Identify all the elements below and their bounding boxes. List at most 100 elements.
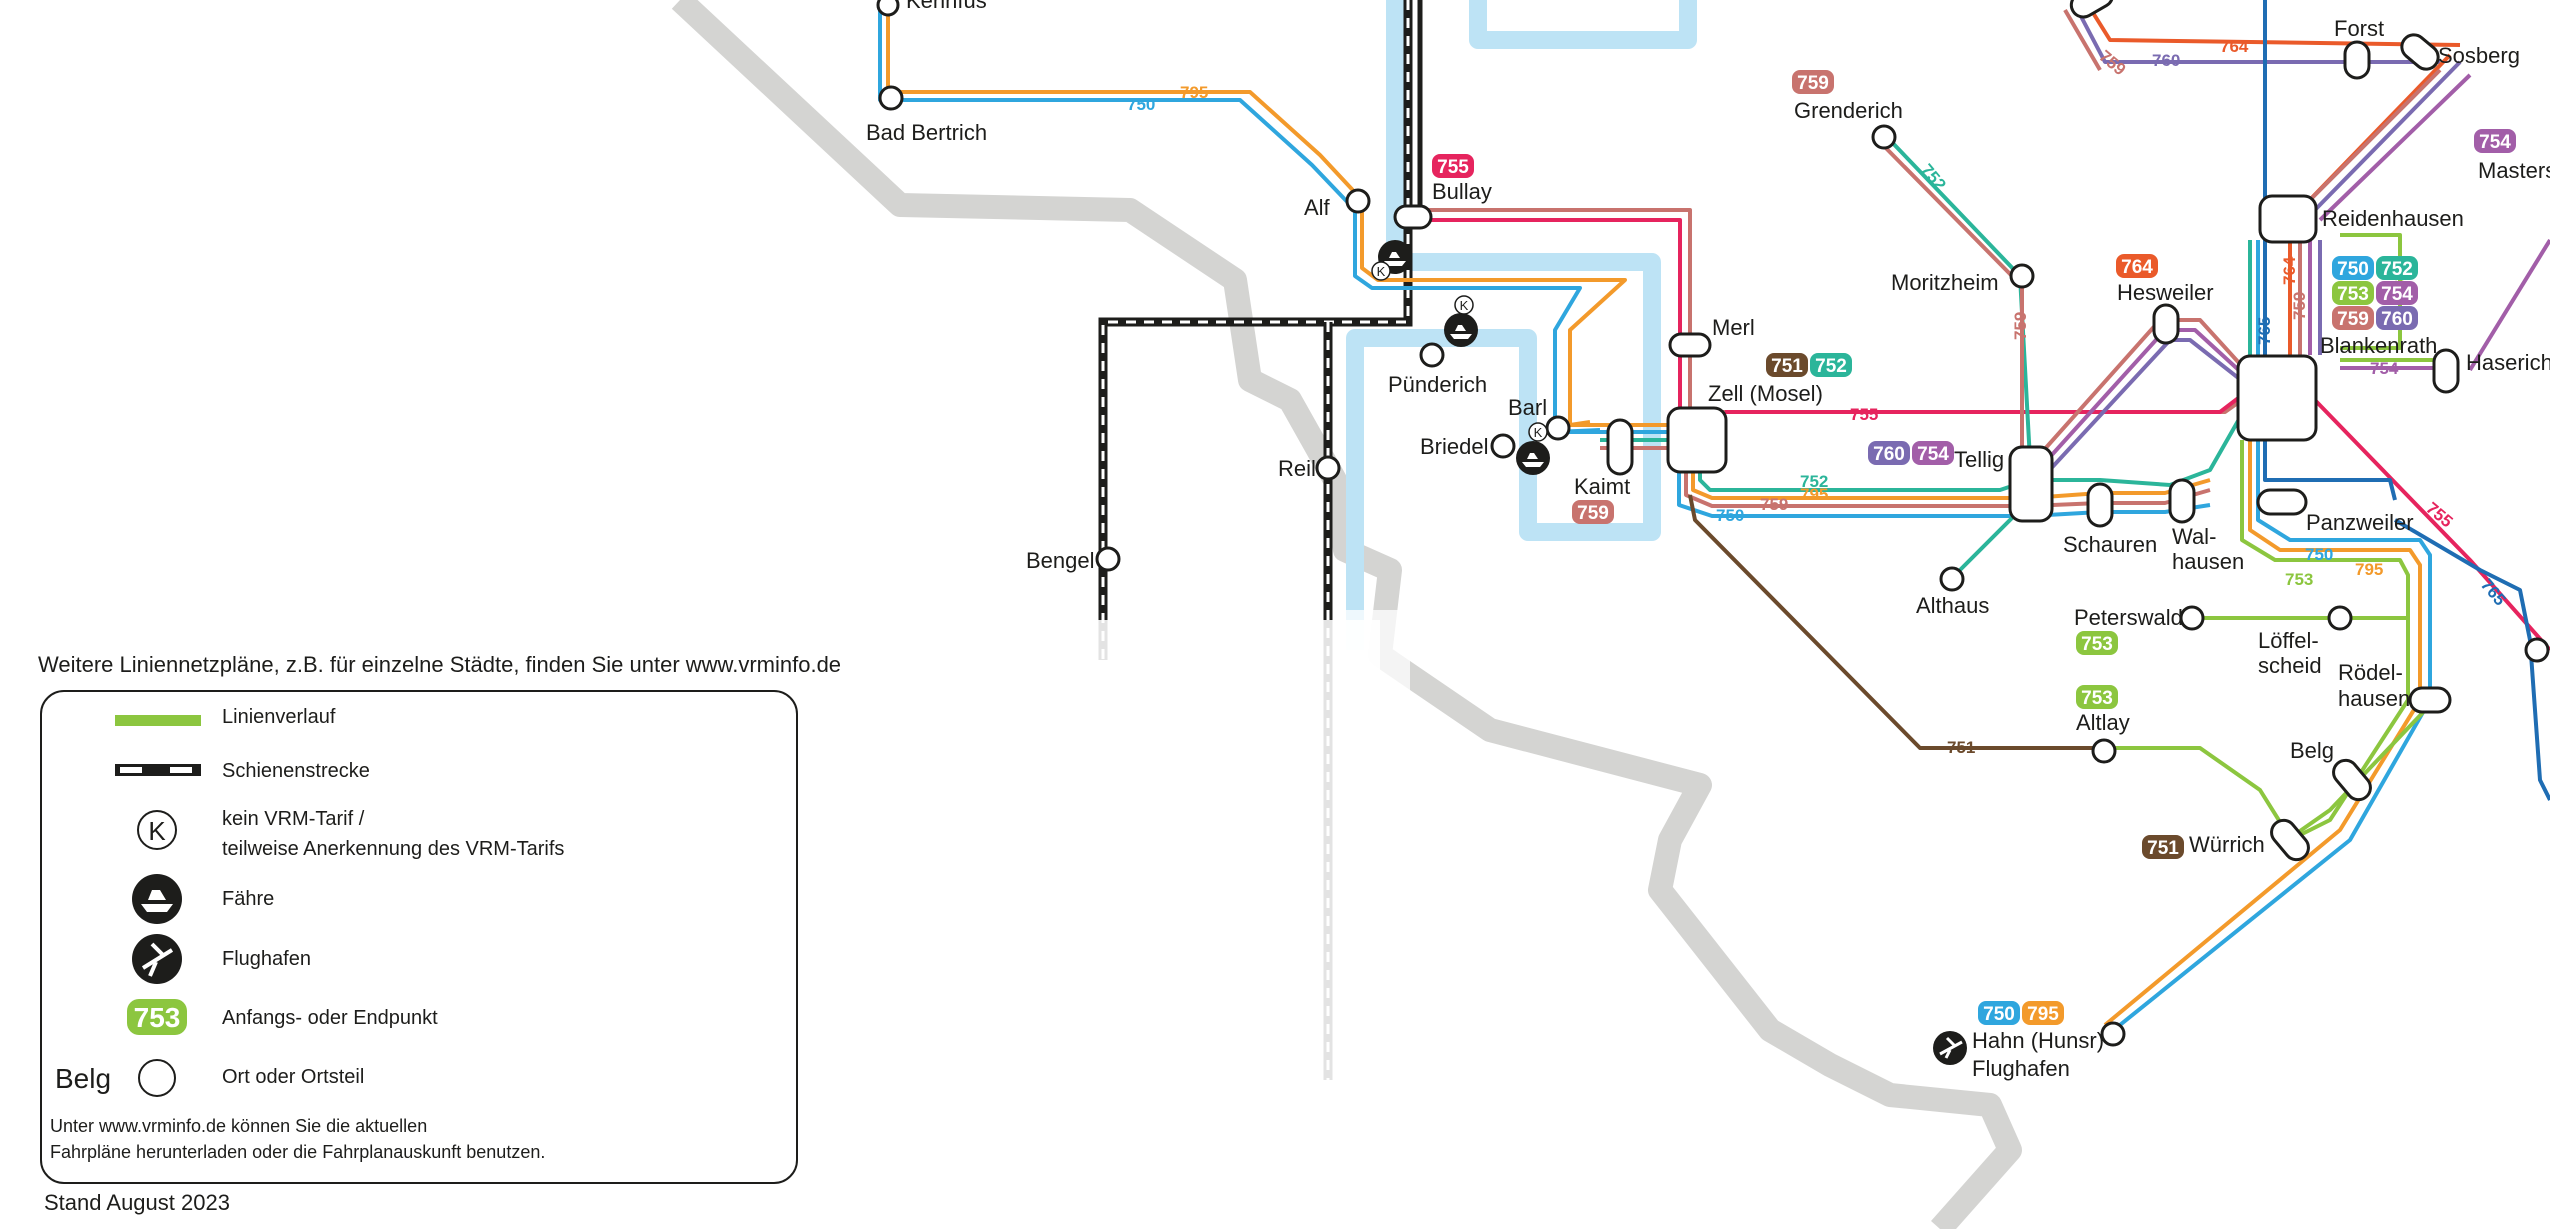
notice-text: Weitere Liniennetzpläne, z.B. für einzel… (38, 652, 842, 677)
svg-text:759: 759 (1577, 503, 1609, 524)
legend-label-airport: Flughafen (222, 948, 311, 970)
stop-marker-alf (1345, 188, 1371, 214)
svg-text:759: 759 (1797, 73, 1829, 94)
stop-hubs (1393, 0, 2460, 862)
stop-name: Tellig (1954, 447, 2004, 472)
badge: 759 (1792, 70, 1834, 94)
badge: 755 (1432, 154, 1474, 178)
svg-text:753: 753 (2081, 688, 2113, 709)
stop-marker-grenderich (1871, 124, 1897, 150)
line-label: 760 (2152, 51, 2180, 70)
line-label: 764 (2220, 37, 2249, 56)
river-mosel (1346, 0, 1697, 650)
legend-label-ferry: Fähre (222, 888, 275, 910)
line-label: 764 (2280, 256, 2299, 285)
hub-reidenhausen (2258, 194, 2318, 244)
svg-text:764: 764 (2121, 257, 2153, 278)
line-label: 795 (2355, 560, 2383, 579)
ferry-icon (132, 874, 182, 924)
stand-date: Stand August 2023 (44, 1190, 230, 1215)
line-label: 759 (2011, 312, 2030, 340)
stop-name: hausen (2338, 686, 2410, 711)
svg-text:752: 752 (2381, 259, 2413, 280)
ferry-icon-briedel (1516, 441, 1550, 475)
stop-marker-bad-bertrich (878, 85, 904, 111)
badge: 750 (1978, 1001, 2020, 1025)
svg-text:754: 754 (2479, 132, 2511, 153)
stop-marker-kennfus (876, 0, 900, 17)
badge: 753 (2076, 685, 2118, 709)
airport-icon-hahn (1933, 1031, 1967, 1065)
hub-belg (2332, 758, 2372, 802)
stop-name: Kennfus (906, 0, 987, 13)
badge: 752 (1810, 353, 1852, 377)
ferry-icon-puenderich (1444, 313, 1478, 347)
line-label: 750 (1716, 506, 1744, 525)
svg-text:750: 750 (1983, 1004, 2015, 1025)
stop-name: Briedel (1420, 434, 1488, 459)
hub-blankenrath (2236, 354, 2318, 442)
stop-name: Reil (1278, 456, 1316, 481)
badge: 750 (2332, 256, 2374, 280)
stop-name: hausen (2172, 549, 2244, 574)
stop-name: Bengel (1026, 548, 1095, 573)
badge: 754 (2376, 281, 2418, 305)
hub-schauren (2086, 482, 2114, 528)
stop-name: Masters (2478, 158, 2550, 183)
hub-wuerrich (2270, 818, 2310, 862)
line-label: 754 (2370, 359, 2399, 378)
line-label: 752 (1917, 160, 1950, 194)
line-label: 755 (1850, 405, 1878, 424)
badge: 751 (2142, 835, 2184, 859)
stop-name: Zell (Mosel) (1708, 381, 1823, 406)
hub-merl (1668, 332, 1712, 358)
stop-name: Merl (1712, 315, 1755, 340)
stop-marker-east-edge (2524, 637, 2550, 663)
hub-kaimt (1606, 418, 1634, 476)
svg-text:751: 751 (1771, 356, 1803, 377)
legend-line-swatch (115, 715, 201, 726)
svg-text:759: 759 (2337, 309, 2369, 330)
k-tariff-icon: K (137, 810, 177, 850)
svg-text:752: 752 (1815, 356, 1847, 377)
stop-name: Kaimt (1574, 474, 1630, 499)
svg-text:755: 755 (1437, 157, 1469, 178)
legend-footer-2: Fahrpläne herunterladen oder die Fahrpla… (50, 1142, 546, 1162)
line-label: 750 (2305, 545, 2333, 564)
svg-text:750: 750 (2337, 259, 2369, 280)
line-label: 752 (1800, 472, 1828, 491)
stop-name: Rödel- (2338, 660, 2403, 685)
stop-name: Wal- (2172, 524, 2216, 549)
stop-name: Blankenrath (2320, 333, 2437, 358)
k-tariff-icon-puenderich: K (1454, 295, 1474, 315)
hub-forst (2343, 40, 2371, 80)
legend-terminus-badge: 753 (127, 999, 187, 1035)
stop-markers (876, 0, 2550, 1047)
svg-text:760: 760 (1873, 444, 1905, 465)
stop-name: scheid (2258, 653, 2322, 678)
terminus-badges: 755 759 751 752 759 760 754 764 750 752 … (1432, 70, 2516, 1025)
stop-marker-hahn (2100, 1021, 2126, 1047)
svg-text:K: K (1377, 264, 1386, 279)
stop-marker-althaus (1939, 566, 1965, 592)
stop-marker-reil (1315, 455, 1341, 481)
svg-text:751: 751 (2147, 838, 2179, 859)
hub-sosberg (2400, 33, 2440, 71)
svg-text:K: K (148, 816, 166, 846)
svg-text:795: 795 (2027, 1004, 2059, 1025)
badge: 760 (2376, 306, 2418, 330)
svg-text:753: 753 (2337, 284, 2369, 305)
badge: 759 (1572, 500, 1614, 524)
legend-place-circle (138, 1059, 176, 1097)
stop-name: Althaus (1916, 593, 1989, 618)
badge: 759 (2332, 306, 2374, 330)
badge: 752 (2376, 256, 2418, 280)
badge: 795 (2022, 1001, 2064, 1025)
stop-name: Flughafen (1972, 1056, 2070, 1081)
hub-tellig (2008, 445, 2054, 523)
rail-fade (780, 620, 1380, 1090)
line-label: 795 (1180, 83, 1208, 102)
stop-name: Reidenhausen (2322, 206, 2464, 231)
stop-marker-bengel (1095, 546, 1121, 572)
